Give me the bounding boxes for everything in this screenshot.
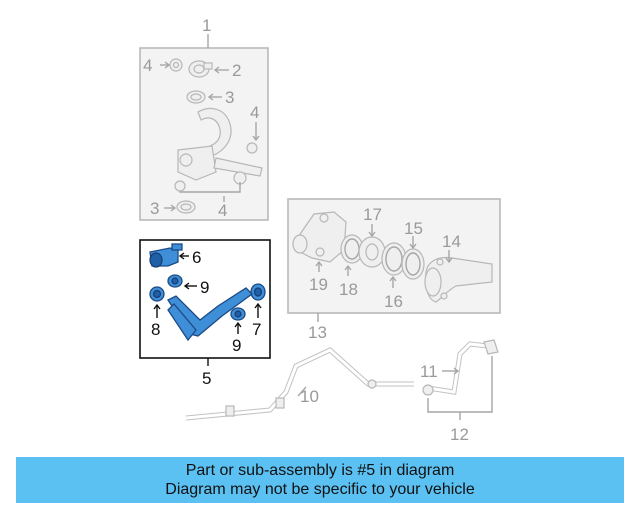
hose-assembly-1 xyxy=(177,107,263,185)
callout-9-lower: 9 xyxy=(232,336,241,355)
callout-8: 8 xyxy=(151,320,160,339)
callout-19: 19 xyxy=(309,275,328,294)
parts-diagram: 1 4 2 3 4 3 4 xyxy=(139,16,501,444)
connector-part-6 xyxy=(149,243,183,268)
callout-5: 5 xyxy=(202,369,211,388)
clamp-part-2 xyxy=(188,60,213,78)
callout-17: 17 xyxy=(363,205,382,224)
pipe-part-11 xyxy=(422,339,499,396)
callout-9-upper: 9 xyxy=(200,278,209,297)
callout-7: 7 xyxy=(252,320,261,339)
callout-3-top: 3 xyxy=(225,88,234,107)
clip-part-4 xyxy=(169,58,183,72)
hose-part-5 xyxy=(167,287,253,342)
callout-1: 1 xyxy=(202,16,211,35)
callout-11: 11 xyxy=(420,362,438,381)
callout-15: 15 xyxy=(404,219,423,238)
callout-13: 13 xyxy=(308,323,327,342)
clamp-part-9-upper xyxy=(167,274,183,288)
banner-line-part-number: Part or sub-assembly is #5 in diagram xyxy=(185,462,455,479)
callout-10: 10 xyxy=(300,387,319,406)
pipe-part-10 xyxy=(185,347,414,421)
clamp-part-9-lower xyxy=(230,307,246,321)
callout-4-bottom: 4 xyxy=(218,201,227,220)
callout-3-bottom: 3 xyxy=(150,199,159,218)
info-banner: Part or sub-assembly is #5 in diagram Di… xyxy=(16,457,624,503)
clamp-part-3-bottom xyxy=(176,200,196,214)
clamp-part-8 xyxy=(149,286,165,302)
callout-4-top: 4 xyxy=(143,56,152,75)
outlet-part-14 xyxy=(424,256,493,303)
callout-18: 18 xyxy=(339,280,358,299)
callout-2: 2 xyxy=(232,61,241,80)
callout-4-right: 4 xyxy=(250,103,259,122)
banner-line-disclaimer: Diagram may not be specific to your vehi… xyxy=(165,481,475,498)
thermostat-part-17 xyxy=(358,236,386,268)
callout-12: 12 xyxy=(450,425,469,444)
callout-6: 6 xyxy=(192,248,201,267)
clamp-part-3 xyxy=(186,90,206,104)
callout-14: 14 xyxy=(442,232,461,251)
clamp-part-7 xyxy=(250,283,266,301)
callout-16: 16 xyxy=(384,292,403,311)
